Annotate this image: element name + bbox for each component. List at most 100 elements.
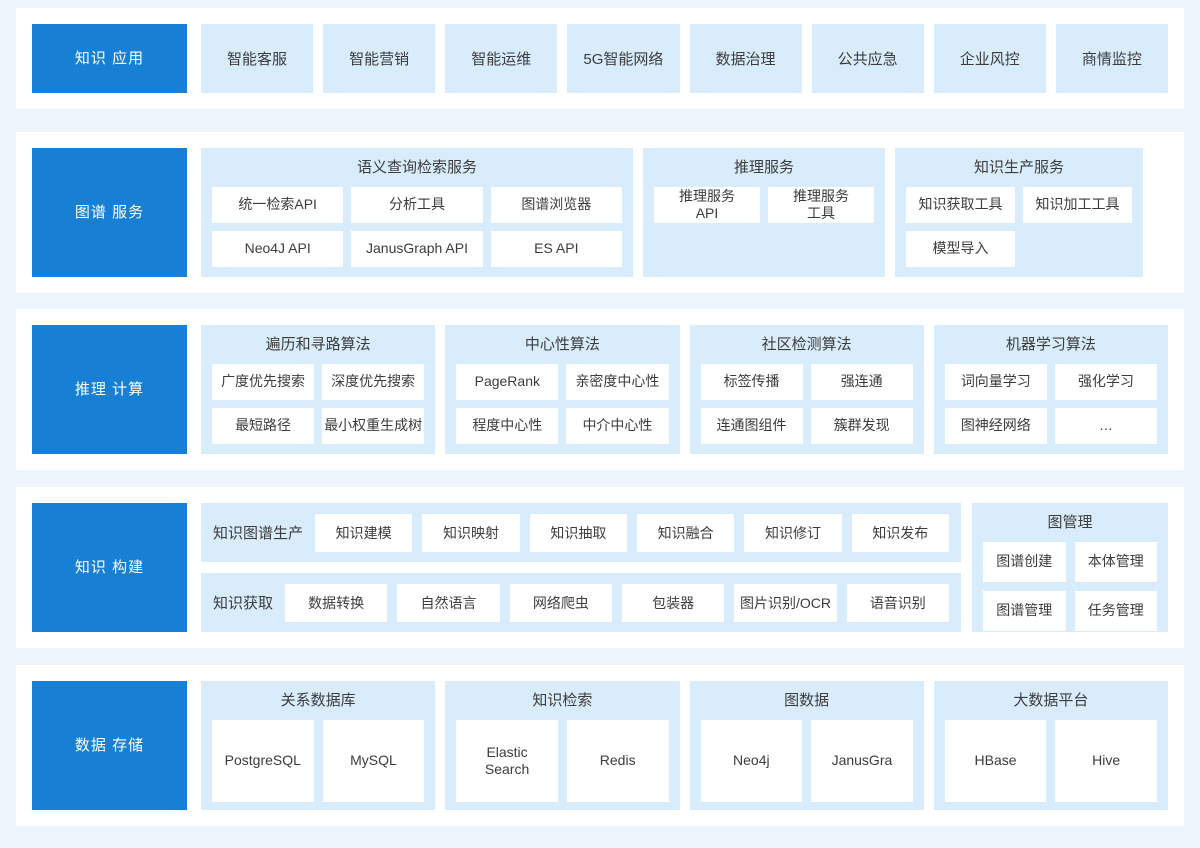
cell-es-api[interactable]: ES API [490, 231, 622, 267]
cell-graph-creation[interactable]: 图谱创建 [983, 542, 1066, 582]
cell-reinforcement-learning[interactable]: 强化学习 [1054, 364, 1157, 400]
cell-label-propagation[interactable]: 标签传播 [700, 364, 803, 400]
group-grid-graph-management: 图谱创建 本体管理 图谱管理 任务管理 [983, 542, 1157, 631]
group-grid-relational-database: PostgreSQL MySQL [212, 720, 425, 802]
cell-speech-recognition[interactable]: 语音识别 [846, 583, 949, 622]
cell-graph-browser[interactable]: 图谱浏览器 [490, 187, 622, 223]
group-reasoning-service: 推理服务 推理服务 API 推理服务 工具 [643, 148, 885, 277]
cell-neo4j[interactable]: Neo4j [700, 720, 803, 802]
cell-knowledge-mapping[interactable]: 知识映射 [422, 513, 520, 552]
group-grid-centrality: PageRank 亲密度中心性 程度中心性 中介中心性 [456, 364, 669, 444]
group-title-graph-management: 图管理 [1047, 514, 1093, 531]
cell-graph-management[interactable]: 图谱管理 [983, 591, 1066, 631]
cell-redis[interactable]: Redis [566, 720, 669, 802]
app-tile-intelligent-operations[interactable]: 智能运维 [445, 24, 558, 93]
group-knowledge-retrieval: 知识检索 Elastic Search Redis [445, 681, 680, 810]
app-tile-intelligent-marketing[interactable]: 智能营销 [323, 24, 436, 93]
cell-janusgraph-api[interactable]: JanusGraph API [351, 231, 483, 267]
cell-data-transformation[interactable]: 数据转换 [285, 583, 388, 622]
group-title-machine-learning: 机器学习算法 [1005, 336, 1096, 353]
cell-hbase[interactable]: HBase [944, 720, 1047, 802]
group-grid-community-detection: 标签传播 强连通 连通图组件 簇群发现 [700, 364, 913, 444]
application-tile-list: 智能客服 智能营销 智能运维 5G智能网络 数据治理 公共应急 企业风控 商情监… [201, 24, 1168, 93]
stage-label-knowledge-application: 知识 应用 [32, 24, 187, 93]
app-tile-business-intelligence-monitor[interactable]: 商情监控 [1055, 24, 1168, 93]
group-title-graph-data: 图数据 [784, 692, 830, 709]
knowledge-construction-strips: 知识图谱生产 知识建模 知识映射 知识抽取 知识融合 知识修订 知识发布 知识获… [201, 503, 961, 632]
group-title-semantic-query-service: 语义查询检索服务 [356, 159, 477, 176]
cell-knowledge-fusion[interactable]: 知识融合 [637, 513, 735, 552]
cell-depth-first-search[interactable]: 深度优先搜索 [322, 364, 425, 400]
row-graph-service: 图谱 服务 语义查询检索服务 统一检索API 分析工具 图谱浏览器 Neo4J … [16, 132, 1184, 293]
group-machine-learning-algorithms: 机器学习算法 词向量学习 强化学习 图神经网络 … [933, 325, 1168, 454]
group-big-data-platform: 大数据平台 HBase Hive [933, 681, 1168, 810]
cell-cluster-discovery[interactable]: 簇群发现 [810, 408, 913, 444]
group-grid-big-data-platform: HBase Hive [944, 720, 1157, 802]
group-traversal-pathfinding-algorithms: 遍历和寻路算法 广度优先搜索 深度优先搜索 最短路径 最小权重生成树 [201, 325, 436, 454]
cell-pagerank[interactable]: PageRank [456, 364, 559, 400]
cell-elasticsearch[interactable]: Elastic Search [456, 720, 558, 802]
cell-connected-components[interactable]: 连通图组件 [700, 408, 803, 444]
group-graph-data: 图数据 Neo4j JanusGra [689, 681, 924, 810]
cell-ontology-management[interactable]: 本体管理 [1074, 542, 1157, 582]
app-tile-5g-intelligent-network[interactable]: 5G智能网络 [567, 24, 680, 93]
group-grid-knowledge-retrieval: Elastic Search Redis [456, 720, 669, 802]
group-grid-graph-data: Neo4j JanusGra [700, 720, 913, 802]
cell-strongly-connected[interactable]: 强连通 [810, 364, 913, 400]
cell-mysql[interactable]: MySQL [322, 720, 425, 802]
cell-task-management[interactable]: 任务管理 [1074, 591, 1157, 631]
cell-knowledge-publishing[interactable]: 知识发布 [851, 513, 949, 552]
group-semantic-query-service: 语义查询检索服务 统一检索API 分析工具 图谱浏览器 Neo4J API Ja… [201, 148, 633, 277]
cell-postgresql[interactable]: PostgreSQL [212, 720, 314, 802]
row-reasoning-compute: 推理 计算 遍历和寻路算法 广度优先搜索 深度优先搜索 最短路径 最小权重生成树… [16, 309, 1184, 470]
group-community-detection-algorithms: 社区检测算法 标签传播 强连通 连通图组件 簇群发现 [689, 325, 924, 454]
group-title-reasoning-service: 推理服务 [733, 159, 794, 176]
row-data-storage: 数据 存储 关系数据库 PostgreSQL MySQL 知识检索 Elasti… [16, 665, 1184, 826]
cell-reasoning-service-api[interactable]: 推理服务 API [654, 187, 760, 223]
reasoning-compute-group-list: 遍历和寻路算法 广度优先搜索 深度优先搜索 最短路径 最小权重生成树 中心性算法… [201, 325, 1168, 454]
cell-hive[interactable]: Hive [1055, 720, 1157, 802]
app-tile-intelligent-customer-service[interactable]: 智能客服 [201, 24, 314, 93]
stage-label-graph-service: 图谱 服务 [32, 148, 187, 277]
cell-janusgraph[interactable]: JanusGra [811, 720, 913, 802]
strip-knowledge-acquisition: 知识获取 数据转换 自然语言 网络爬虫 包装器 图片识别/OCR 语音识别 [201, 573, 961, 632]
cell-closeness-centrality[interactable]: 亲密度中心性 [566, 364, 669, 400]
data-storage-group-list: 关系数据库 PostgreSQL MySQL 知识检索 Elastic Sear… [201, 681, 1168, 810]
cell-model-import[interactable]: 模型导入 [906, 231, 1015, 267]
cell-reasoning-service-tool[interactable]: 推理服务 工具 [768, 187, 874, 223]
cell-more-ellipsis[interactable]: … [1054, 408, 1157, 444]
cell-knowledge-extraction[interactable]: 知识抽取 [529, 513, 627, 552]
cell-knowledge-acquisition-tool[interactable]: 知识获取工具 [906, 187, 1015, 223]
group-grid-reasoning-service: 推理服务 API 推理服务 工具 [654, 187, 874, 266]
cell-placeholder-empty [1023, 231, 1132, 267]
cell-breadth-first-search[interactable]: 广度优先搜索 [212, 364, 315, 400]
cell-minimum-spanning-tree[interactable]: 最小权重生成树 [322, 408, 425, 444]
cell-web-crawler[interactable]: 网络爬虫 [509, 583, 612, 622]
cell-wrapper[interactable]: 包装器 [622, 583, 725, 622]
cell-unified-search-api[interactable]: 统一检索API [212, 187, 344, 223]
group-title-traversal-pathfinding: 遍历和寻路算法 [265, 336, 371, 353]
group-graph-management: 图管理 图谱创建 本体管理 图谱管理 任务管理 [972, 503, 1168, 632]
cell-graph-neural-network[interactable]: 图神经网络 [944, 408, 1047, 444]
cell-natural-language[interactable]: 自然语言 [397, 583, 500, 622]
app-tile-data-governance[interactable]: 数据治理 [689, 24, 802, 93]
cell-knowledge-revision[interactable]: 知识修订 [744, 513, 842, 552]
cell-shortest-path[interactable]: 最短路径 [212, 408, 315, 444]
cell-word-embedding-learning[interactable]: 词向量学习 [944, 364, 1047, 400]
cell-knowledge-modeling[interactable]: 知识建模 [315, 513, 413, 552]
app-tile-enterprise-risk-control[interactable]: 企业风控 [933, 24, 1046, 93]
cell-degree-centrality[interactable]: 程度中心性 [456, 408, 559, 444]
cell-neo4j-api[interactable]: Neo4J API [212, 231, 344, 267]
app-tile-public-emergency[interactable]: 公共应急 [811, 24, 924, 93]
graph-service-group-list: 语义查询检索服务 统一检索API 分析工具 图谱浏览器 Neo4J API Ja… [201, 148, 1168, 277]
group-grid-machine-learning: 词向量学习 强化学习 图神经网络 … [944, 364, 1157, 444]
cell-betweenness-centrality[interactable]: 中介中心性 [566, 408, 669, 444]
cell-analysis-tool[interactable]: 分析工具 [351, 187, 483, 223]
group-title-big-data-platform: 大数据平台 [1013, 692, 1089, 709]
cell-image-recognition-ocr[interactable]: 图片识别/OCR [734, 583, 837, 622]
strip-knowledge-graph-production: 知识图谱生产 知识建模 知识映射 知识抽取 知识融合 知识修订 知识发布 [201, 503, 961, 562]
cell-knowledge-processing-tool[interactable]: 知识加工工具 [1023, 187, 1132, 223]
group-grid-semantic-query-service: 统一检索API 分析工具 图谱浏览器 Neo4J API JanusGraph … [212, 187, 622, 267]
row-knowledge-construction: 知识 构建 知识图谱生产 知识建模 知识映射 知识抽取 知识融合 知识修订 知识… [16, 487, 1184, 648]
group-title-knowledge-retrieval: 知识检索 [532, 692, 593, 709]
